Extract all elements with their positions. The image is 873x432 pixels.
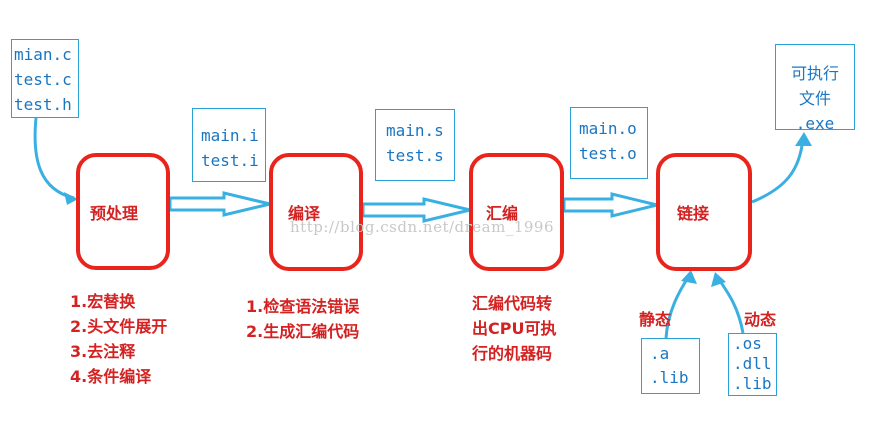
dynamic-lib-label: 动态 [744, 310, 777, 329]
arrow-assemble-to-link [562, 192, 658, 218]
assemble-note-2: 出CPU可执 [472, 319, 557, 338]
preprocess-note-2: 2.头文件展开 [70, 317, 168, 336]
dynamic-lib-box: .os .dll .lib [728, 333, 777, 396]
preprocess-notes: 1.宏替换 2.头文件展开 3.去注释 4.条件编译 [70, 289, 167, 389]
stage-assemble: 汇编 [469, 153, 564, 271]
static-lib-box: .a .lib [641, 338, 700, 394]
compile-notes: 1.检查语法错误 2.生成汇编代码 [246, 294, 359, 344]
arrow-dynamic-lib-to-link-head [711, 272, 726, 287]
preprocess-note-3: 3.去注释 [70, 342, 136, 361]
source-files-box: mian.c test.c test.h [11, 39, 79, 118]
watermark-text: http://blog.csdn.net/dream_1996 [290, 218, 555, 236]
assemble-note-1: 汇编代码转 [472, 294, 553, 313]
object-files-box: main.o test.o [570, 107, 648, 179]
stage-link-label: 链接 [677, 204, 710, 223]
arrow-dynamic-lib-to-link [716, 277, 745, 334]
arrow-link-to-exe-head [795, 132, 812, 146]
source-file-3: test.h [14, 95, 72, 114]
arrow-sources-to-preprocess-head [64, 192, 78, 205]
static-lib-file-1: .a [650, 344, 670, 363]
executable-line-1: 可执行 [790, 64, 839, 83]
dynamic-lib-file-3: .lib [733, 374, 772, 393]
executable-box: 可执行 文件 .exe [775, 44, 855, 133]
source-file-2: test.c [14, 70, 72, 89]
preprocess-note-4: 4.条件编译 [70, 367, 152, 386]
dynamic-lib-file-1: .os [733, 334, 762, 353]
source-file-1: mian.c [14, 45, 72, 64]
preprocessed-files-box: main.i test.i [192, 108, 266, 182]
preprocessed-file-1: main.i [201, 126, 259, 145]
stage-assemble-label: 汇编 [486, 204, 519, 223]
object-file-1: main.o [579, 119, 637, 138]
compile-note-2: 2.生成汇编代码 [246, 322, 360, 341]
static-lib-file-2: .lib [650, 368, 689, 387]
assembly-file-1: main.s [386, 121, 444, 140]
dynamic-lib-file-2: .dll [733, 354, 772, 373]
arrow-static-lib-to-link-head [681, 270, 697, 284]
stage-compile: 编译 [269, 153, 363, 271]
stage-preprocess-label: 预处理 [90, 203, 139, 223]
stage-compile-label: 编译 [288, 204, 321, 223]
executable-line-2: 文件 [798, 89, 831, 108]
arrow-compile-to-assemble [361, 197, 471, 223]
stage-preprocess: 预处理 [76, 153, 170, 270]
executable-line-3: .exe [795, 114, 835, 133]
arrow-preprocess-to-compile [168, 191, 271, 217]
object-file-2: test.o [579, 144, 637, 163]
compile-note-1: 1.检查语法错误 [246, 297, 360, 316]
assemble-notes: 汇编代码转 出CPU可执 行的机器码 [472, 291, 556, 366]
assembly-file-2: test.s [386, 146, 444, 165]
arrow-sources-to-preprocess [33, 117, 75, 200]
stage-link: 链接 [656, 153, 752, 271]
assemble-note-3: 行的机器码 [472, 344, 553, 363]
preprocessed-file-2: test.i [201, 151, 259, 170]
assembly-files-box: main.s test.s [375, 109, 455, 181]
preprocess-note-1: 1.宏替换 [70, 292, 136, 311]
static-lib-label: 静态 [639, 310, 672, 329]
arrow-link-to-exe [751, 137, 805, 204]
